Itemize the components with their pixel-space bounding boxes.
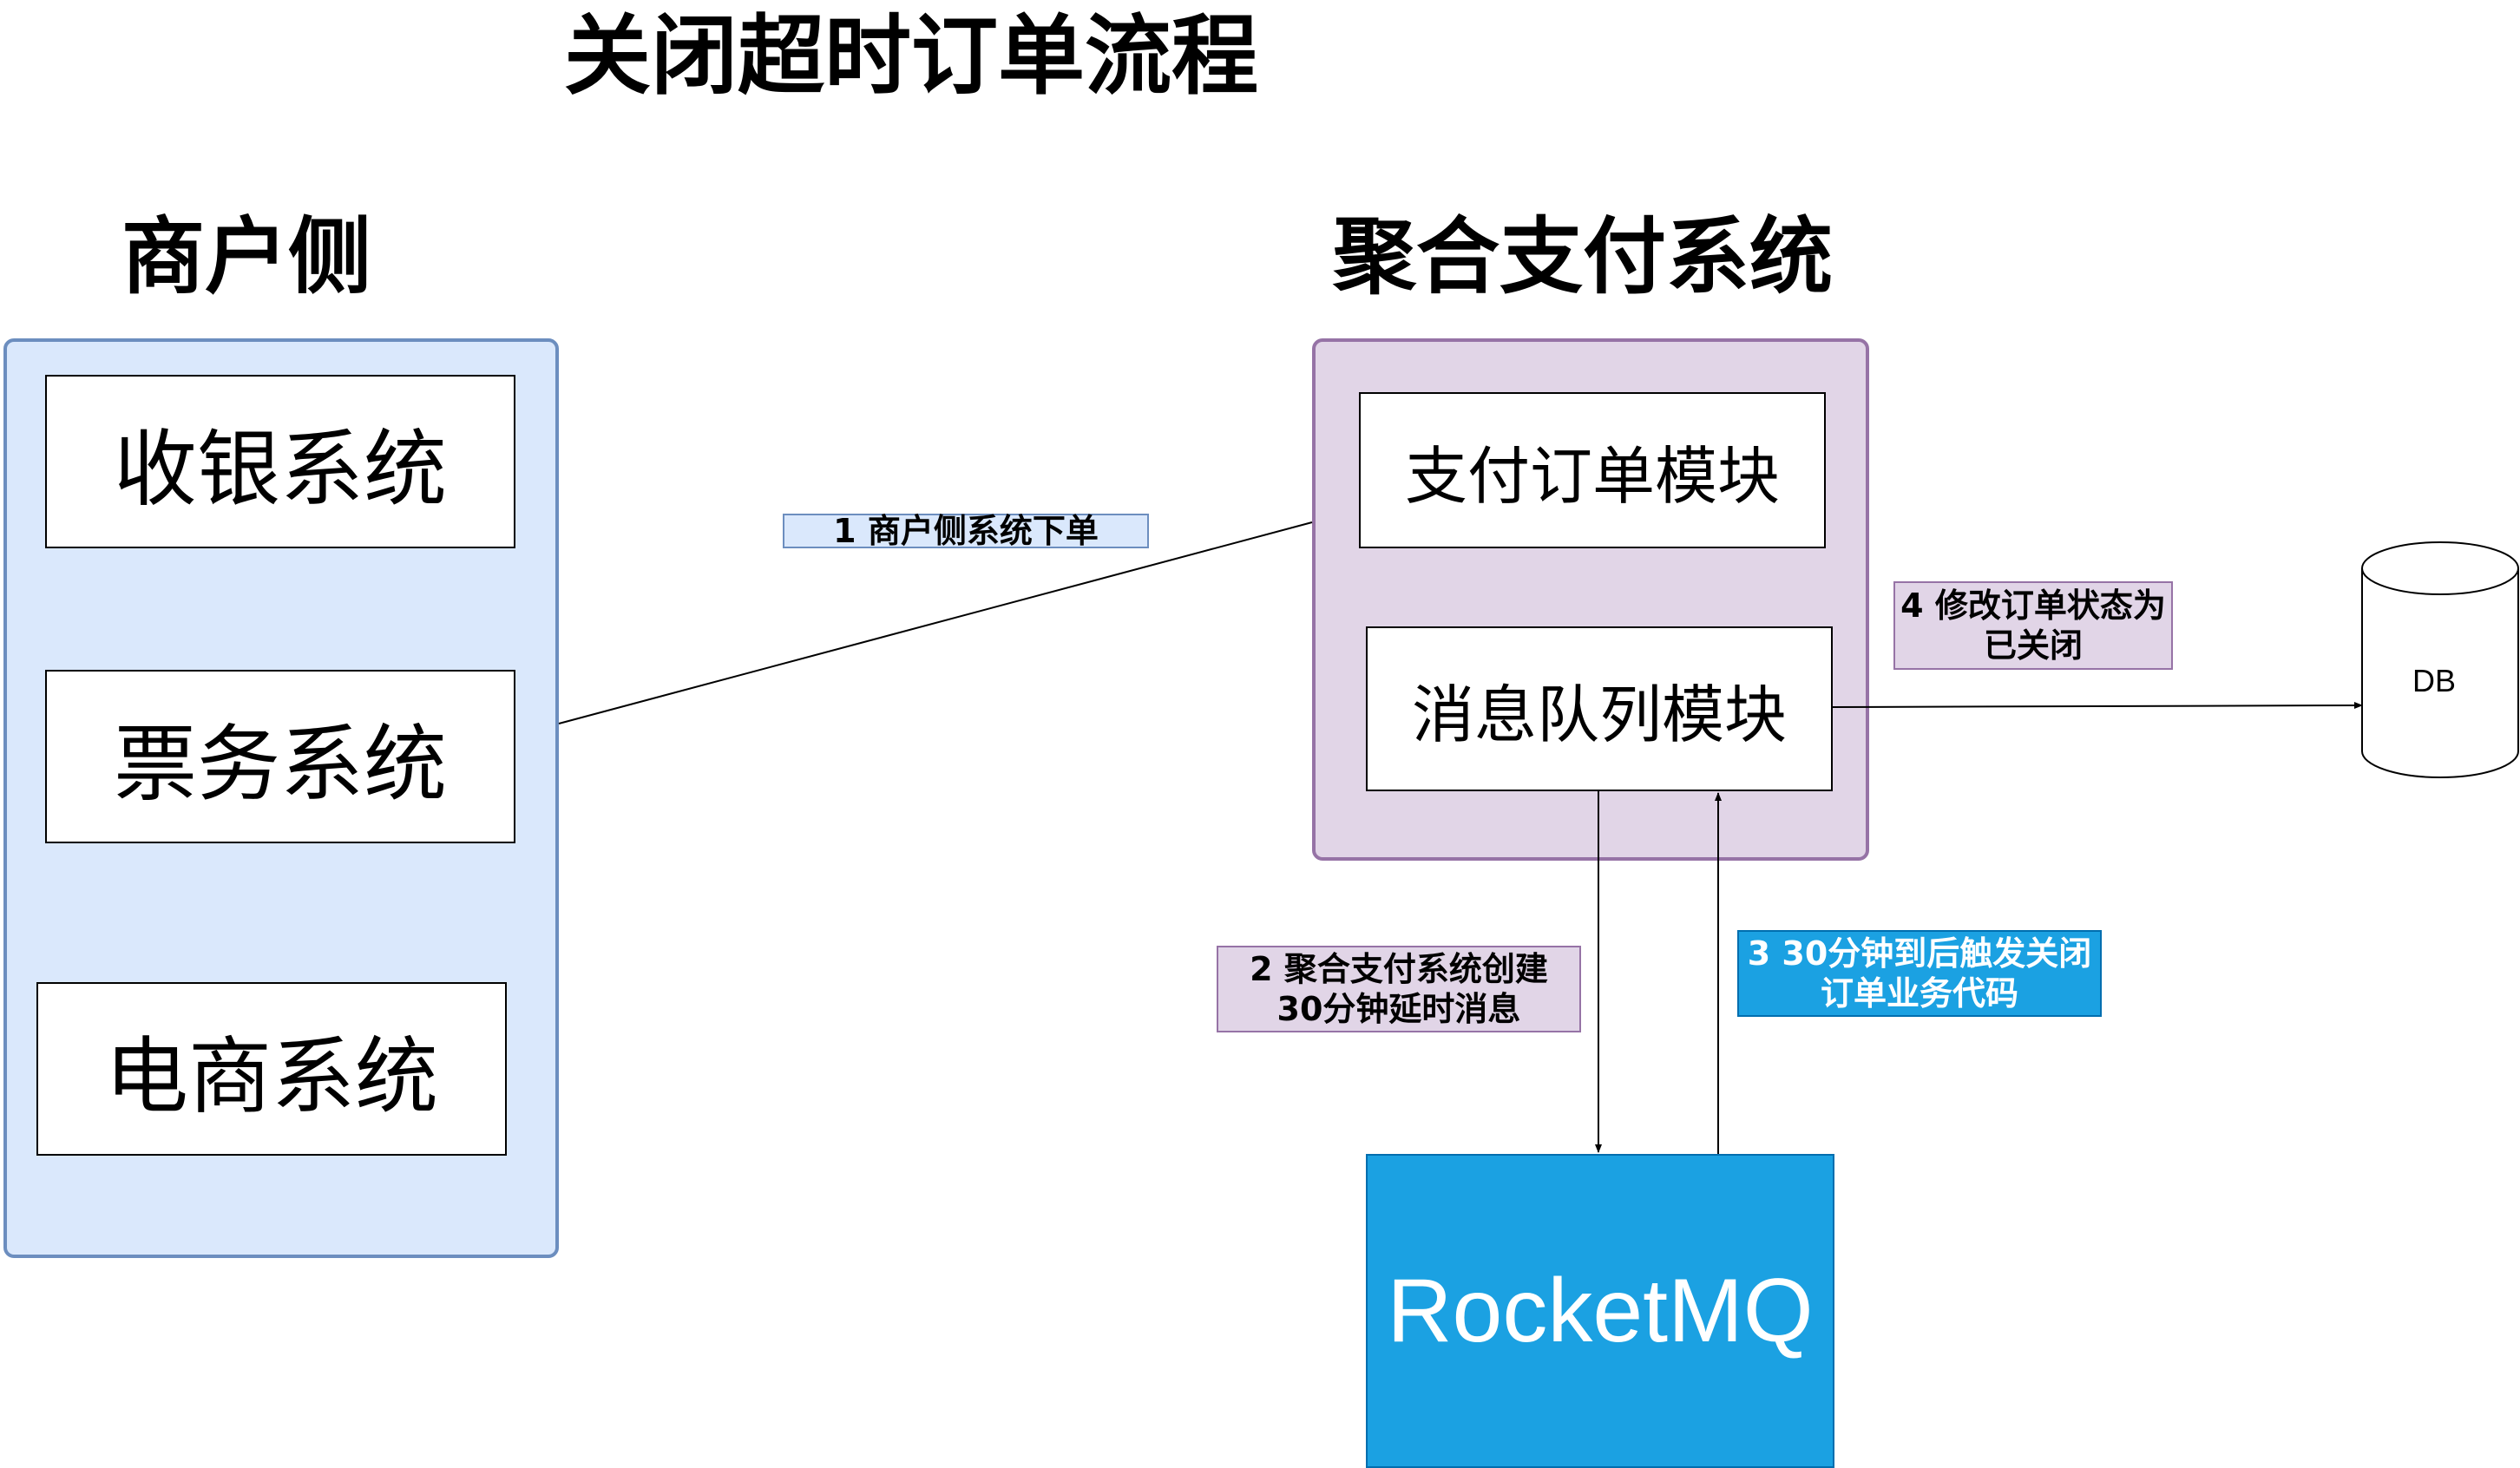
diagram-title: 关闭超时订单流程: [564, 5, 1258, 107]
rocketmq-box: RocketMQ: [1366, 1154, 1834, 1468]
edge-mqmodule-to-db: [1832, 702, 2363, 710]
step2-label: 2 聚合支付系统创建 30分钟延时消息: [1217, 946, 1581, 1032]
step1-label: 1 商户侧系统下单: [783, 512, 1149, 550]
step4-label: 4 修改订单状态为 已关闭: [1893, 581, 2173, 670]
step3-label: 3 30分钟到后触发关闭 订单业务代码: [1737, 930, 2102, 1017]
merchant-heading: 商户侧: [121, 208, 371, 305]
db-label: DB: [2412, 663, 2457, 698]
message-queue-module-box: 消息队列模块: [1366, 626, 1833, 791]
payment-order-module-box: 支付订单模块: [1359, 392, 1826, 548]
edge-merchant-to-payment: [558, 521, 1313, 724]
ecommerce-system-box: 电商系统: [36, 982, 507, 1156]
ticketing-system-box: 票务系统: [45, 670, 515, 843]
payment-heading: 聚合支付系统: [1333, 208, 1833, 305]
db-cylinder: [2361, 541, 2519, 778]
cashier-system-box: 收银系统: [45, 375, 515, 548]
